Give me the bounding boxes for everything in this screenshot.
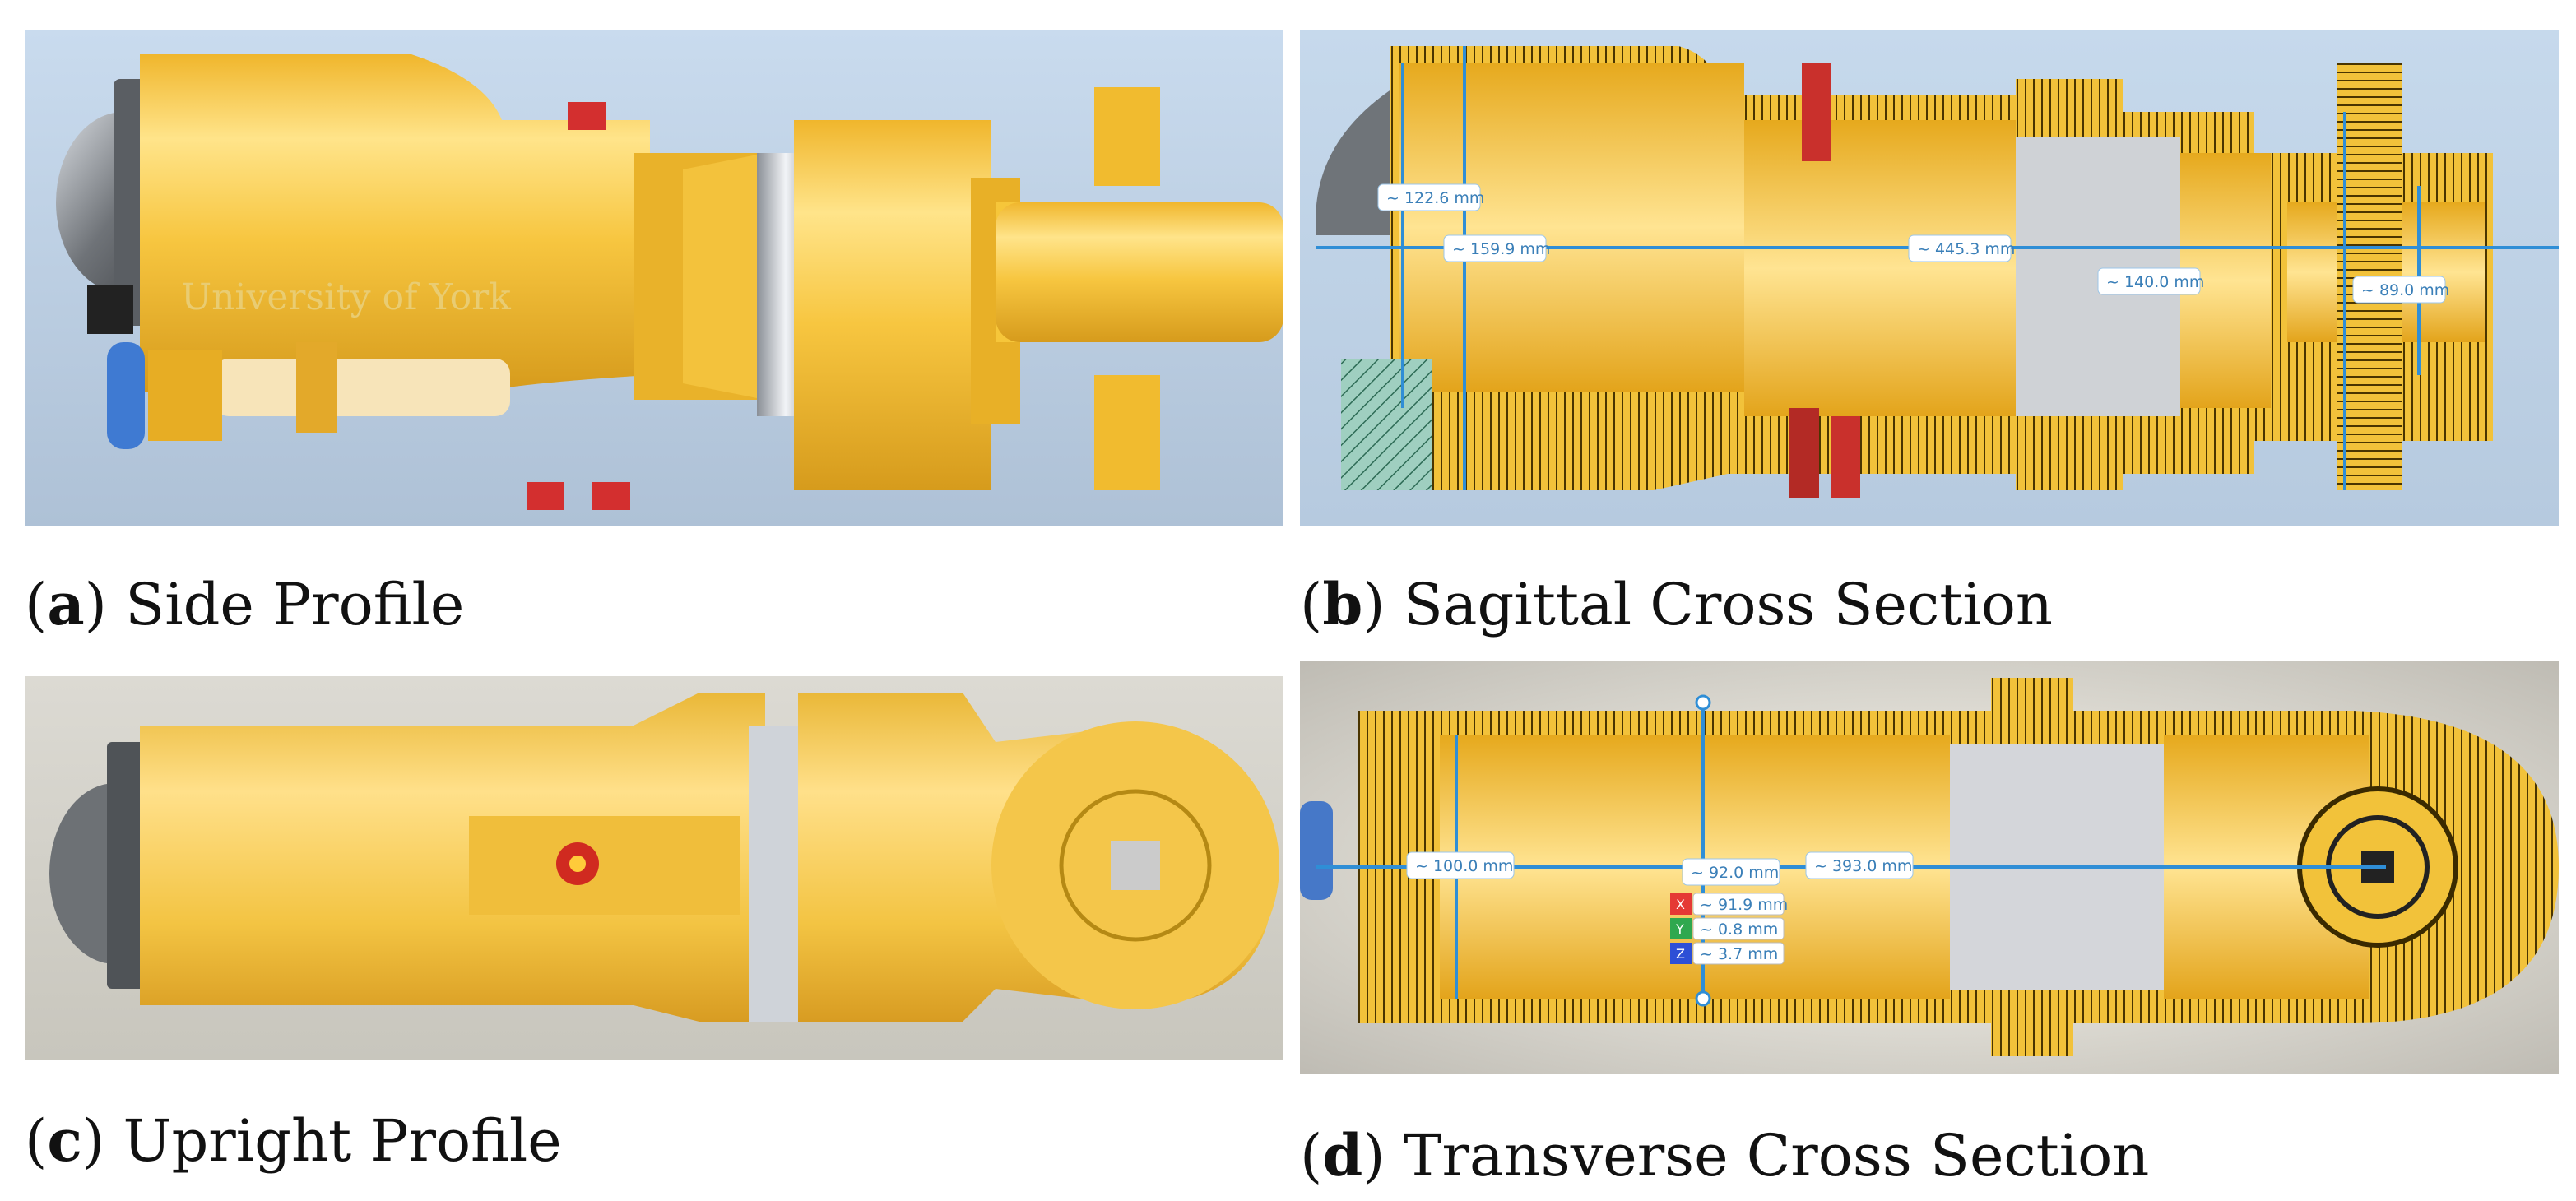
caption-sagittal-section: (b) Sagittal Cross Section	[1300, 570, 2053, 638]
sagittal-section-render: ~ 122.6 mm ~ 159.9 mm ~ 445.3 mm ~ 140.0…	[1300, 30, 2559, 526]
green-mount-section	[1341, 359, 1432, 490]
caption-transverse-section: (d) Transverse Cross Section	[1300, 1121, 2150, 1189]
svg-text:X: X	[1676, 897, 1685, 912]
wrist-bearing	[1059, 789, 1212, 942]
cable-pipe	[214, 359, 510, 416]
caption-side-profile: (a) Side Profile	[25, 570, 465, 638]
blue-connector	[1300, 801, 1333, 900]
dimension-labels: ~ 100.0 mm ~ 92.0 mm ~ 393.0 mm	[1406, 851, 1914, 886]
red-fitting-icon	[1802, 63, 1831, 161]
svg-text:~ 0.8 mm: ~ 0.8 mm	[1700, 920, 1778, 939]
svg-text:Y: Y	[1675, 921, 1684, 937]
metal-clamp-ring	[749, 726, 806, 1022]
sagittal-section-panel: ~ 122.6 mm ~ 159.9 mm ~ 445.3 mm ~ 140.0…	[1300, 30, 2559, 526]
svg-text:~ 3.7 mm: ~ 3.7 mm	[1700, 945, 1778, 963]
dimension-label: ~ 122.6 mm	[1386, 189, 1484, 207]
dimension-label: ~ 92.0 mm	[1691, 864, 1779, 882]
side-profile-panel: University of York	[25, 30, 1283, 526]
university-watermark: University of York	[181, 276, 511, 318]
caption-upright-profile: (c) Upright Profile	[25, 1106, 562, 1175]
blue-connector	[107, 342, 145, 449]
dimension-label: ~ 100.0 mm	[1415, 857, 1513, 875]
svg-text:~ 91.9 mm: ~ 91.9 mm	[1700, 896, 1788, 914]
upright-profile-render	[25, 676, 1283, 1060]
svg-text:Z: Z	[1676, 946, 1685, 962]
red-fitting-icon	[1831, 416, 1860, 498]
dimension-label: ~ 393.0 mm	[1814, 857, 1912, 875]
wrist-arm	[996, 202, 1283, 342]
dimension-label: ~ 445.3 mm	[1917, 240, 2015, 258]
axis-readouts: X ~ 91.9 mm Y ~ 0.8 mm Z ~ 3.7 mm	[1670, 893, 1788, 965]
red-fitting-icon	[1789, 408, 1819, 498]
upright-profile-panel	[25, 676, 1283, 1060]
dimension-label: ~ 140.0 mm	[2106, 273, 2204, 291]
transverse-section-render: ~ 100.0 mm ~ 92.0 mm ~ 393.0 mm X ~ 91.9…	[1300, 661, 2559, 1074]
main-housing	[140, 54, 650, 392]
red-fitting-icon	[527, 482, 564, 510]
dimension-label: ~ 89.0 mm	[2361, 281, 2449, 299]
main-housing	[140, 693, 765, 1022]
camera-dome	[1316, 87, 1395, 235]
dimension-labels: ~ 122.6 mm ~ 159.9 mm ~ 445.3 mm ~ 140.0…	[1377, 183, 2449, 304]
dimension-label: ~ 159.9 mm	[1452, 240, 1550, 258]
red-fitting-icon	[592, 482, 630, 510]
rear-module	[794, 120, 991, 490]
red-fitting-icon	[568, 102, 606, 130]
side-profile-render: University of York	[25, 30, 1283, 526]
transverse-section-panel: ~ 100.0 mm ~ 92.0 mm ~ 393.0 mm X ~ 91.9…	[1300, 661, 2559, 1074]
